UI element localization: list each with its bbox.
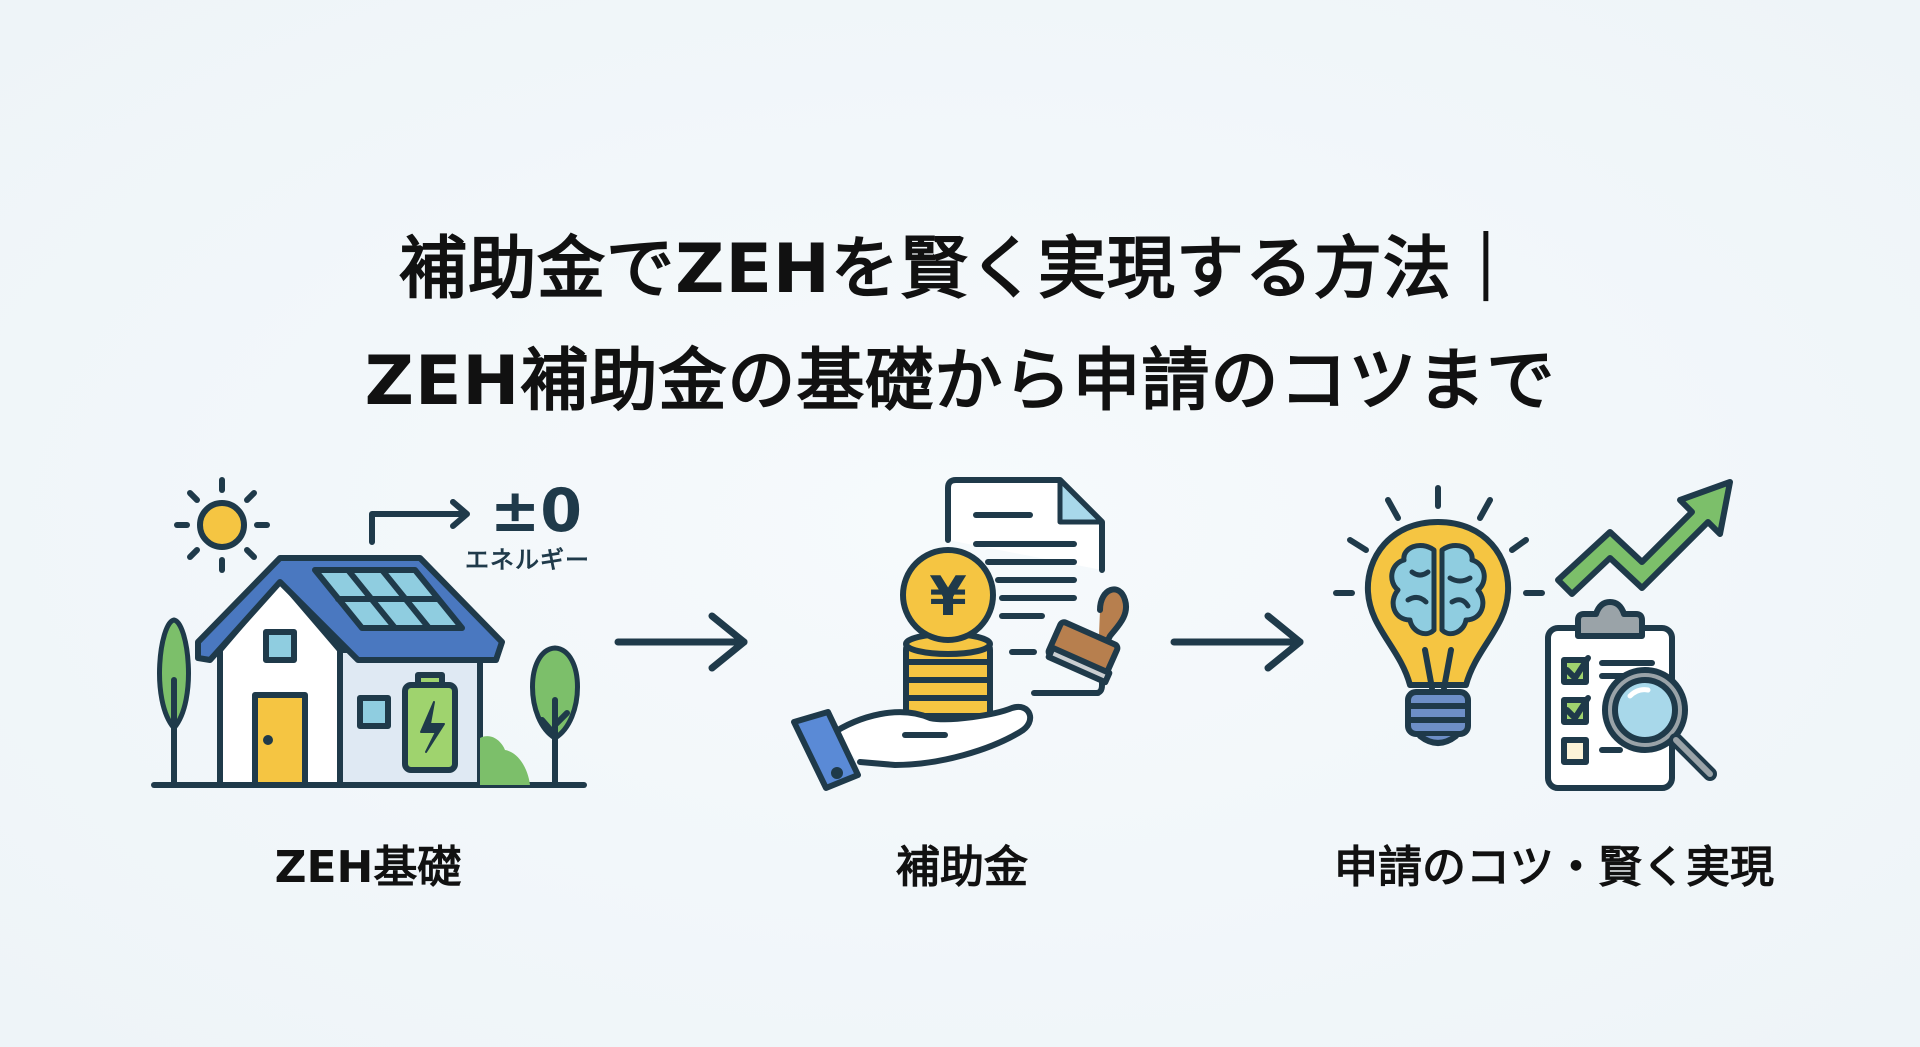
title-line-2: ZEH補助金の基礎から申請のコツまで bbox=[364, 341, 1556, 421]
step-label-application-tips: 申請のコツ・賢く実現 bbox=[1334, 842, 1774, 893]
step-label-subsidy: 補助金 bbox=[896, 842, 1028, 893]
lightbulb-icon bbox=[1364, 519, 1512, 746]
coin-stack-icon bbox=[900, 547, 996, 733]
page-title: 補助金でZEHを賢く実現する方法｜ ZEH補助金の基礎から申請のコツまで bbox=[0, 214, 1920, 438]
brain-icon bbox=[1389, 543, 1487, 637]
hand-icon bbox=[791, 703, 1034, 791]
title-line-1: 補助金でZEHを賢く実現する方法｜ bbox=[399, 229, 1521, 309]
arrow-right-icon bbox=[614, 612, 748, 672]
stamp-icon bbox=[1045, 586, 1130, 686]
subsidy-hand-coins-document-icon: ¥ bbox=[791, 477, 1130, 791]
trend-up-arrow-icon bbox=[1555, 479, 1733, 597]
zeh-house-icon bbox=[151, 477, 587, 788]
document-icon bbox=[945, 477, 1105, 696]
step-label-zeh-basics: ZEH基礎 bbox=[274, 842, 462, 893]
sun-icon bbox=[174, 477, 270, 573]
yen-symbol: ¥ bbox=[929, 565, 967, 628]
magnifier-icon bbox=[1602, 667, 1717, 781]
arrow-right-icon bbox=[1170, 612, 1304, 672]
net-zero-value: ±0 bbox=[490, 476, 583, 546]
energy-caption: エネルギー bbox=[465, 546, 590, 574]
lightbulb-brain-checklist-icon bbox=[1333, 479, 1733, 791]
